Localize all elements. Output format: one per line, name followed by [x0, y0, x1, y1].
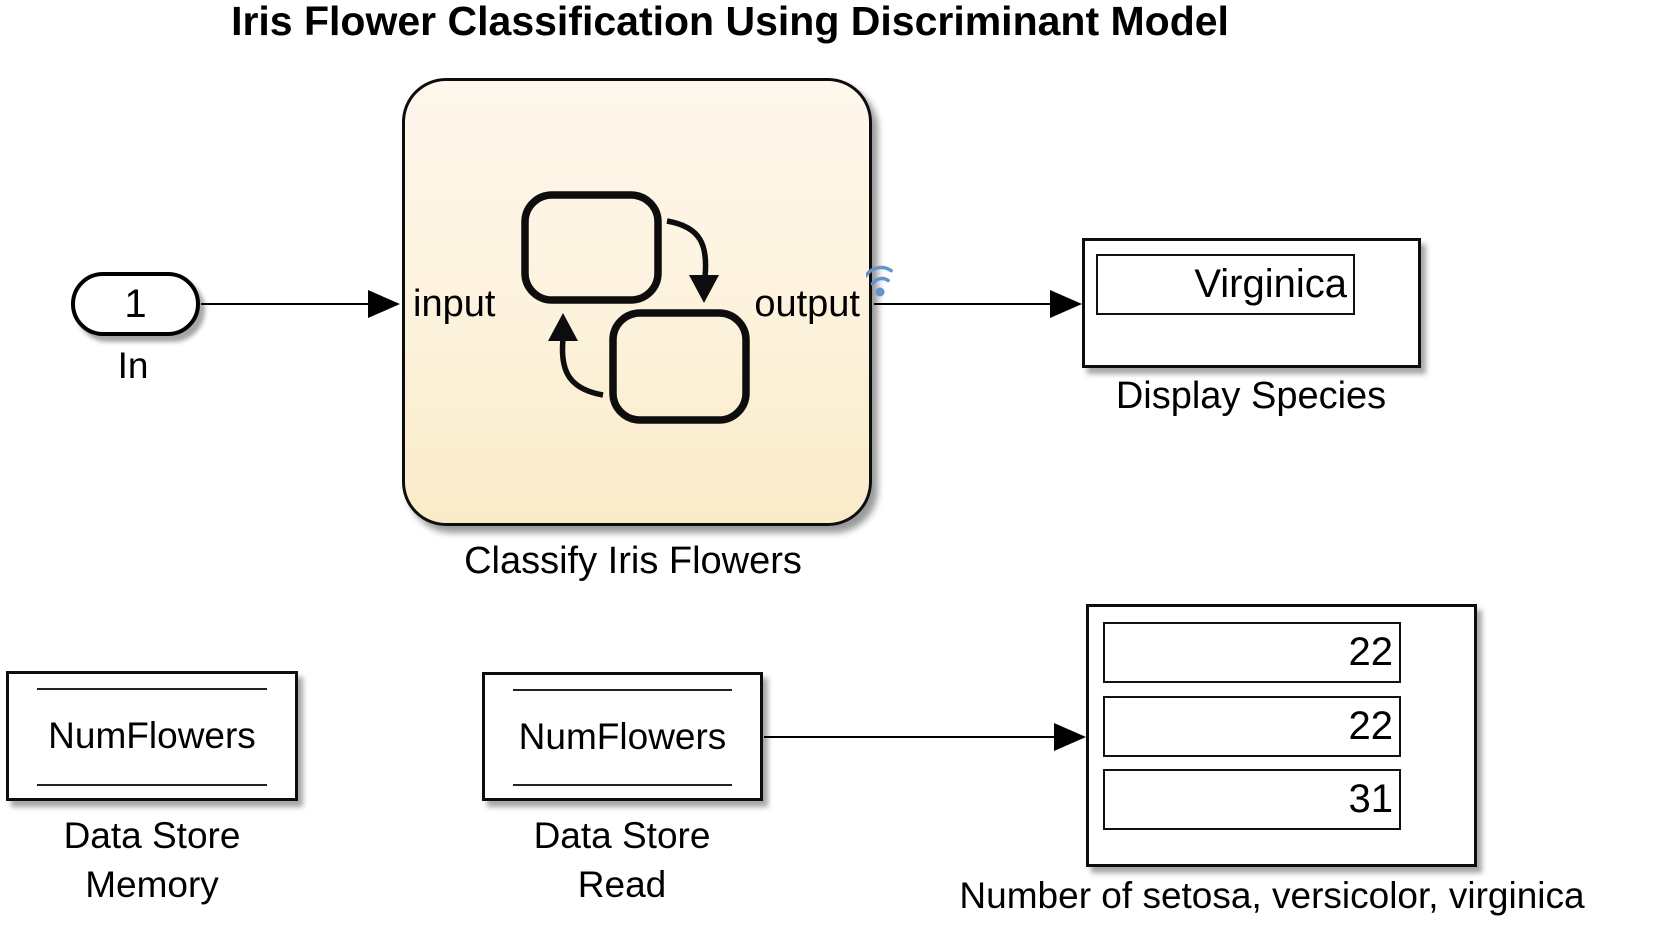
- display-count-field-setosa: 22: [1103, 622, 1401, 683]
- inport-block[interactable]: 1: [71, 272, 200, 336]
- chart-block-label: Classify Iris Flowers: [464, 540, 802, 582]
- data-store-read-label-line1: Data Store: [533, 815, 711, 856]
- data-store-read-name: NumFlowers: [518, 715, 727, 757]
- arrowhead-icon: [368, 290, 400, 318]
- data-store-bottom-rule: [37, 784, 267, 786]
- signal-line-read-to-display[interactable]: [764, 723, 1086, 751]
- arrowhead-icon: [1054, 723, 1086, 751]
- display-species-block[interactable]: Virginica: [1082, 238, 1421, 368]
- data-store-read-block[interactable]: NumFlowers: [482, 672, 763, 801]
- count-virginica: 31: [1348, 777, 1394, 821]
- data-store-memory-block[interactable]: NumFlowers: [6, 671, 298, 801]
- chart-input-port-label: input: [413, 283, 496, 325]
- display-count-field-versicolor: 22: [1103, 696, 1401, 757]
- stateflow-chart-block[interactable]: input output: [402, 78, 872, 526]
- data-store-memory-name: NumFlowers: [48, 715, 256, 756]
- display-count-field-virginica: 31: [1103, 769, 1401, 830]
- data-store-top-rule: [37, 688, 267, 690]
- data-store-read-label-line2: Read: [577, 864, 667, 905]
- data-store-memory-label-line1: Data Store: [63, 815, 241, 856]
- data-store-top-rule: [513, 689, 732, 691]
- display-species-label: Display Species: [1115, 375, 1387, 417]
- inport-number: 1: [124, 281, 147, 326]
- chart-output-port-label: output: [754, 283, 860, 325]
- count-versicolor: 22: [1348, 704, 1394, 748]
- display-species-value: Virginica: [1194, 262, 1347, 306]
- data-store-memory-label-line2: Memory: [85, 864, 219, 905]
- diagram-title: Iris Flower Classification Using Discrim…: [231, 0, 1229, 44]
- display-species-value-field: Virginica: [1096, 254, 1355, 315]
- signal-logging-wifi-icon[interactable]: [866, 254, 906, 306]
- data-store-read-label: Data Store Read: [534, 811, 711, 909]
- inport-block-label: In: [117, 345, 149, 386]
- display-counts-block[interactable]: 22 22 31: [1086, 604, 1477, 867]
- data-store-bottom-rule: [513, 784, 732, 786]
- stateflow-cycle-icon: [521, 191, 750, 424]
- signal-line-in-to-chart[interactable]: [201, 290, 400, 318]
- arrowhead-icon: [1050, 290, 1082, 318]
- count-setosa: 22: [1348, 630, 1394, 674]
- display-counts-label: Number of setosa, versicolor, virginica: [959, 875, 1585, 916]
- data-store-memory-label: Data Store Memory: [64, 811, 241, 909]
